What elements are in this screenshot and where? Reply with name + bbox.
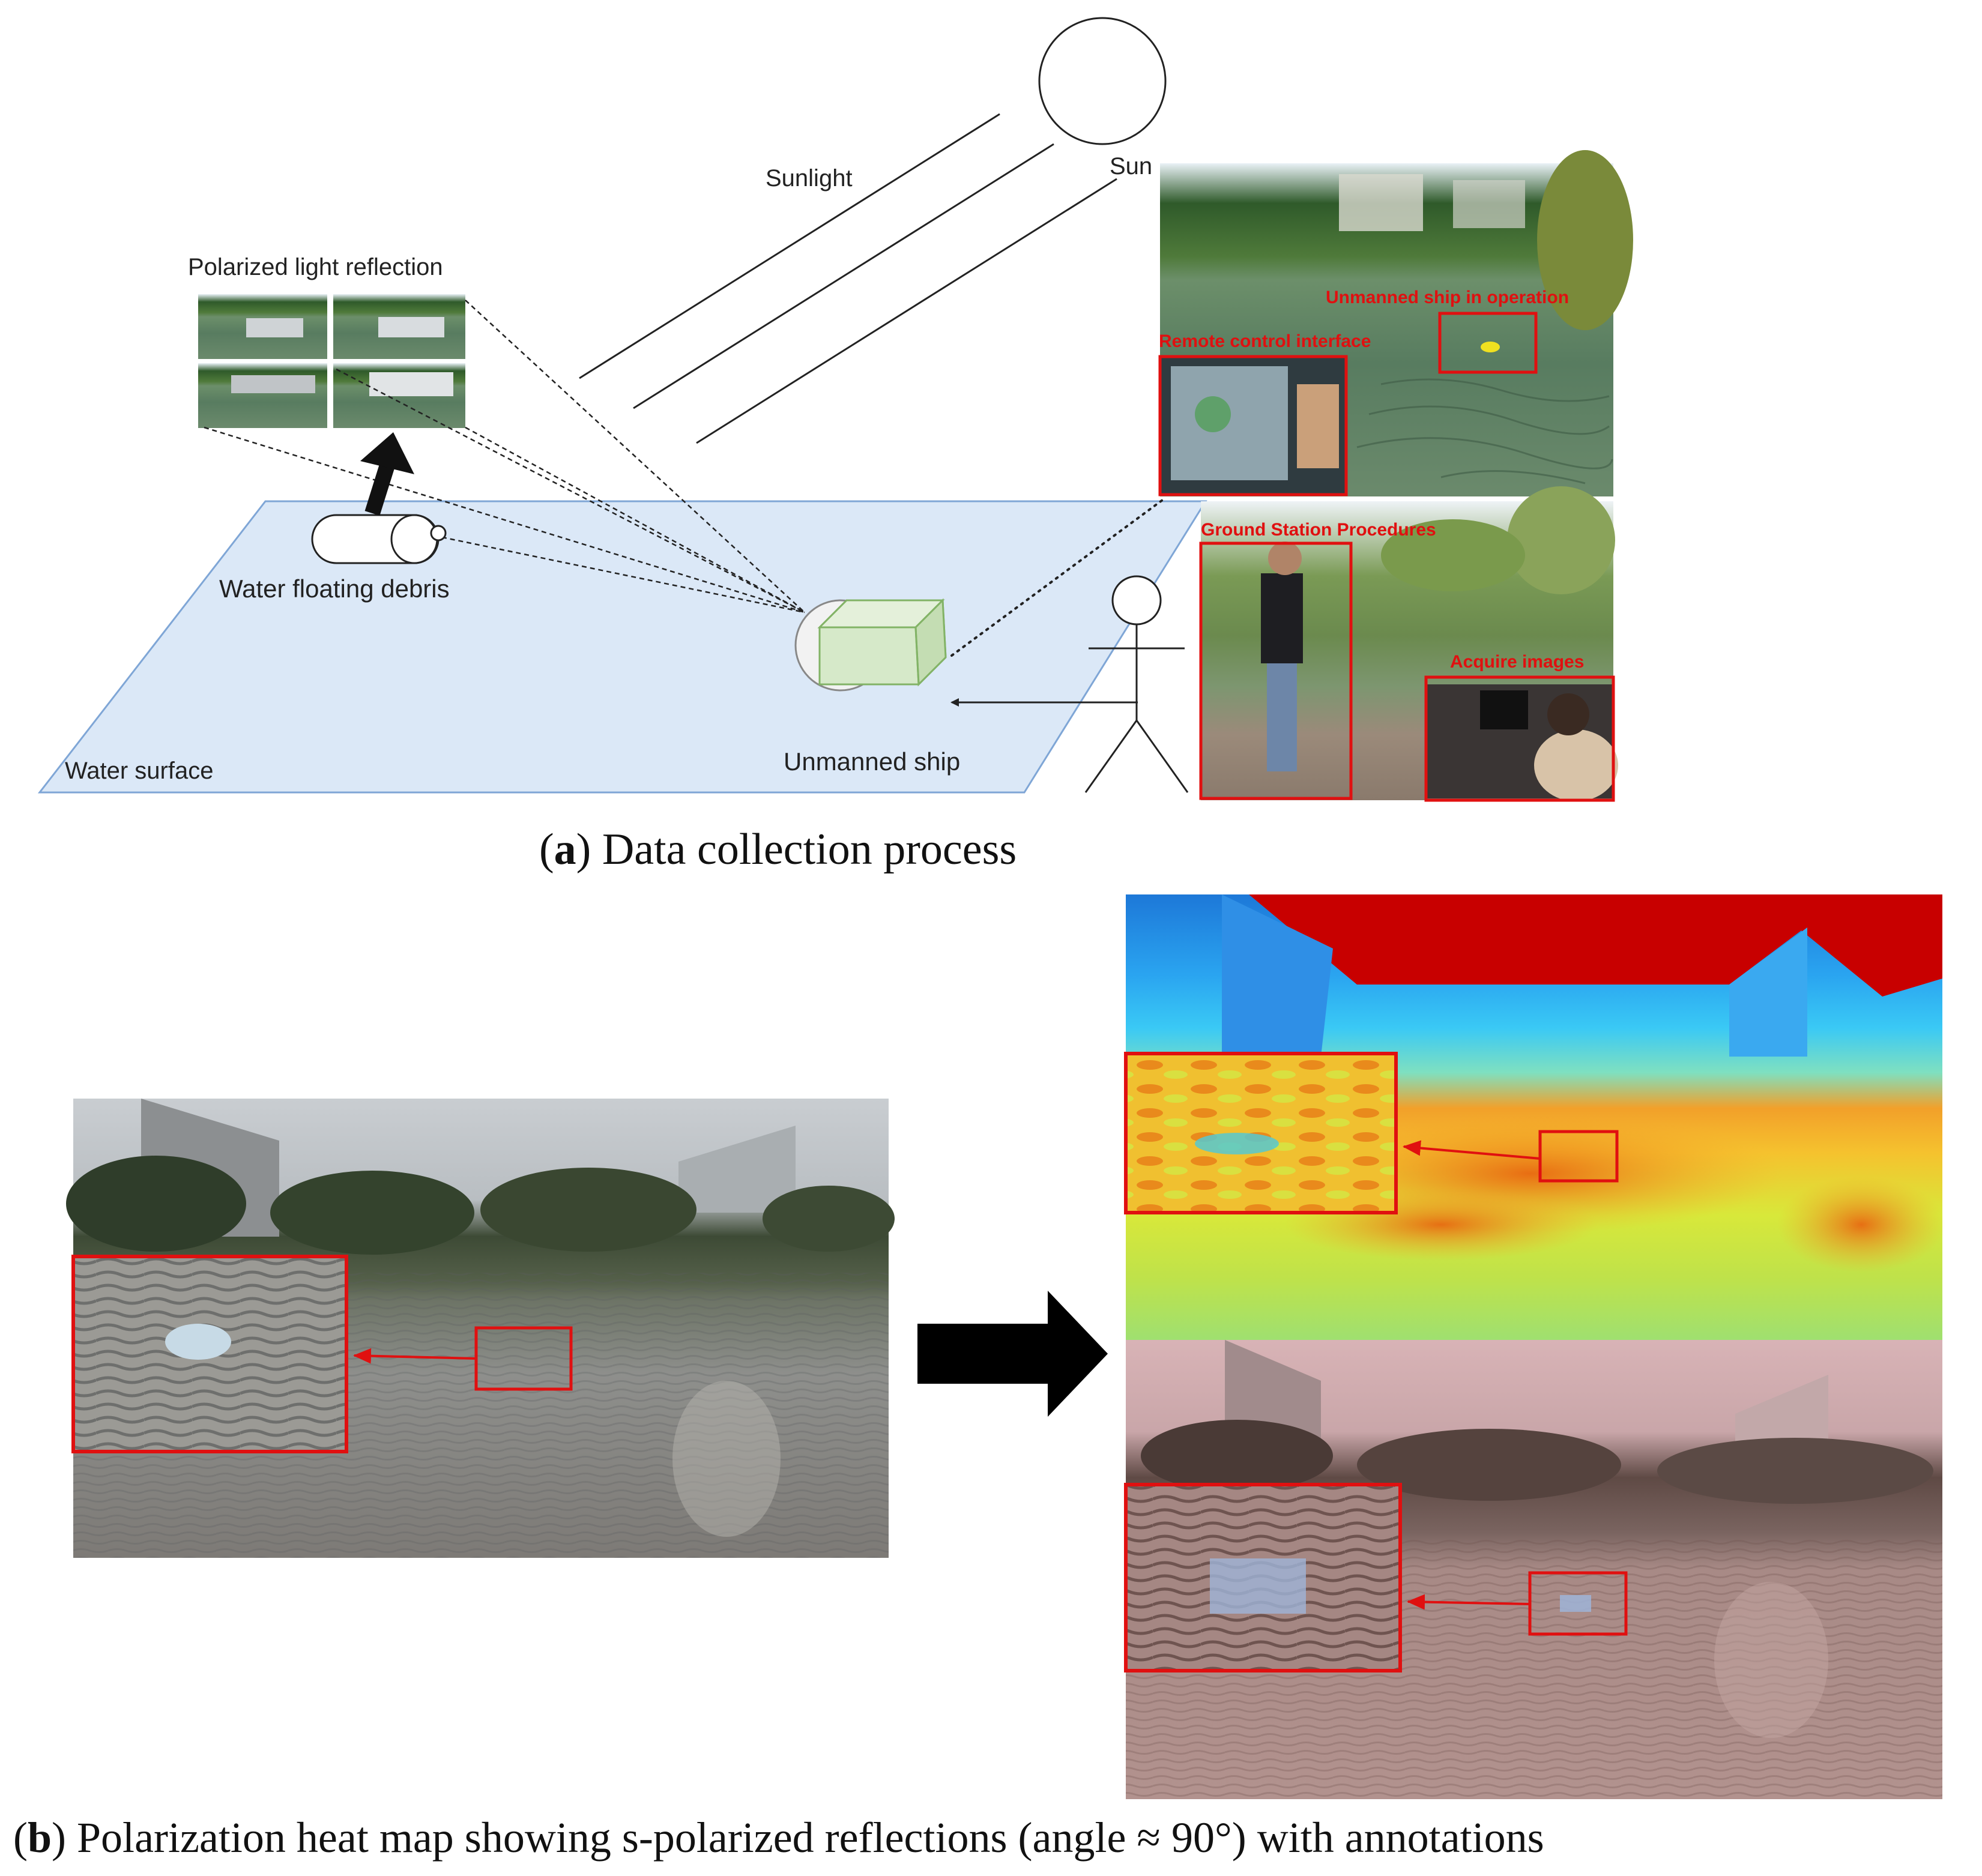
caption-b-text: Polarization heat map showing s-polarize… xyxy=(77,1814,1544,1862)
thumbnail-4 xyxy=(333,363,465,428)
thumbnail-1 xyxy=(198,294,327,359)
caption-a-text: Data collection process xyxy=(602,825,1017,874)
ship-label: Unmanned ship xyxy=(784,747,960,776)
water-surface-label: Water surface xyxy=(65,758,213,784)
zoom-arrow-heat xyxy=(1403,1140,1541,1160)
polarized-light-label: Polarized light reflection xyxy=(188,254,443,280)
sun-label: Sun xyxy=(1110,153,1152,179)
annotation-box-remote-control xyxy=(1158,355,1348,496)
zoom-arrow-tinted xyxy=(1407,1594,1530,1610)
polarized-thumbnails xyxy=(198,294,465,428)
debris-icon xyxy=(311,514,447,564)
debris-zoom-heat xyxy=(1195,1133,1279,1154)
photo-unmanned-ship-operation xyxy=(1160,150,1633,496)
annotation-label-ground-station: Ground Station Procedures xyxy=(1201,520,1436,540)
annotation-label-unmanned-ship: Unmanned ship in operation xyxy=(1326,288,1569,307)
debris-highlight-tinted xyxy=(1210,1558,1306,1614)
photo-ground-station xyxy=(1201,486,1618,801)
reflection-lines xyxy=(204,300,805,614)
ship-cube-icon xyxy=(817,598,947,687)
polarization-heat-map xyxy=(1126,894,1945,1340)
sunlight-rays xyxy=(579,113,1117,444)
annotation-label-remote-control: Remote control interface xyxy=(1159,331,1371,351)
sunlight-label: Sunlight xyxy=(766,165,853,192)
caption-b-letter: b xyxy=(27,1814,52,1862)
debris-target-box-heat xyxy=(1538,1130,1619,1183)
annotation-box-acquire-images xyxy=(1424,675,1615,802)
debris-zoom-original xyxy=(165,1324,231,1360)
zoom-arrow-original xyxy=(353,1348,477,1364)
operator-person-icon xyxy=(1084,575,1189,793)
thumbnail-2 xyxy=(333,294,465,359)
sun-icon xyxy=(1038,17,1167,145)
debris-arrow xyxy=(360,432,414,516)
annotation-box-unmanned-ship xyxy=(1438,312,1538,374)
debris-label: Water floating debris xyxy=(219,575,450,603)
caption-a: (a) Data collection process xyxy=(539,825,1017,874)
annotation-label-acquire-images: Acquire images xyxy=(1450,652,1584,672)
panel-b xyxy=(66,894,1945,1799)
caption-a-letter: a xyxy=(554,825,576,874)
debris-highlight-small-tinted xyxy=(1560,1595,1591,1612)
water-surface-plane xyxy=(37,500,1207,794)
zoom-inset-heat xyxy=(1124,1052,1398,1214)
annotation-box-ground-station xyxy=(1199,541,1353,800)
panel-a: Water surface Sun Sunlight Polarized lig… xyxy=(37,17,1633,802)
transition-arrow-icon xyxy=(917,1291,1108,1417)
thumbnail-3 xyxy=(198,363,327,428)
ship-to-photo-dotted-line xyxy=(950,497,1166,657)
tinted-overlay-photo xyxy=(1126,1340,1942,1799)
caption-b: (b) Polarization heat map showing s-pola… xyxy=(13,1814,1544,1862)
